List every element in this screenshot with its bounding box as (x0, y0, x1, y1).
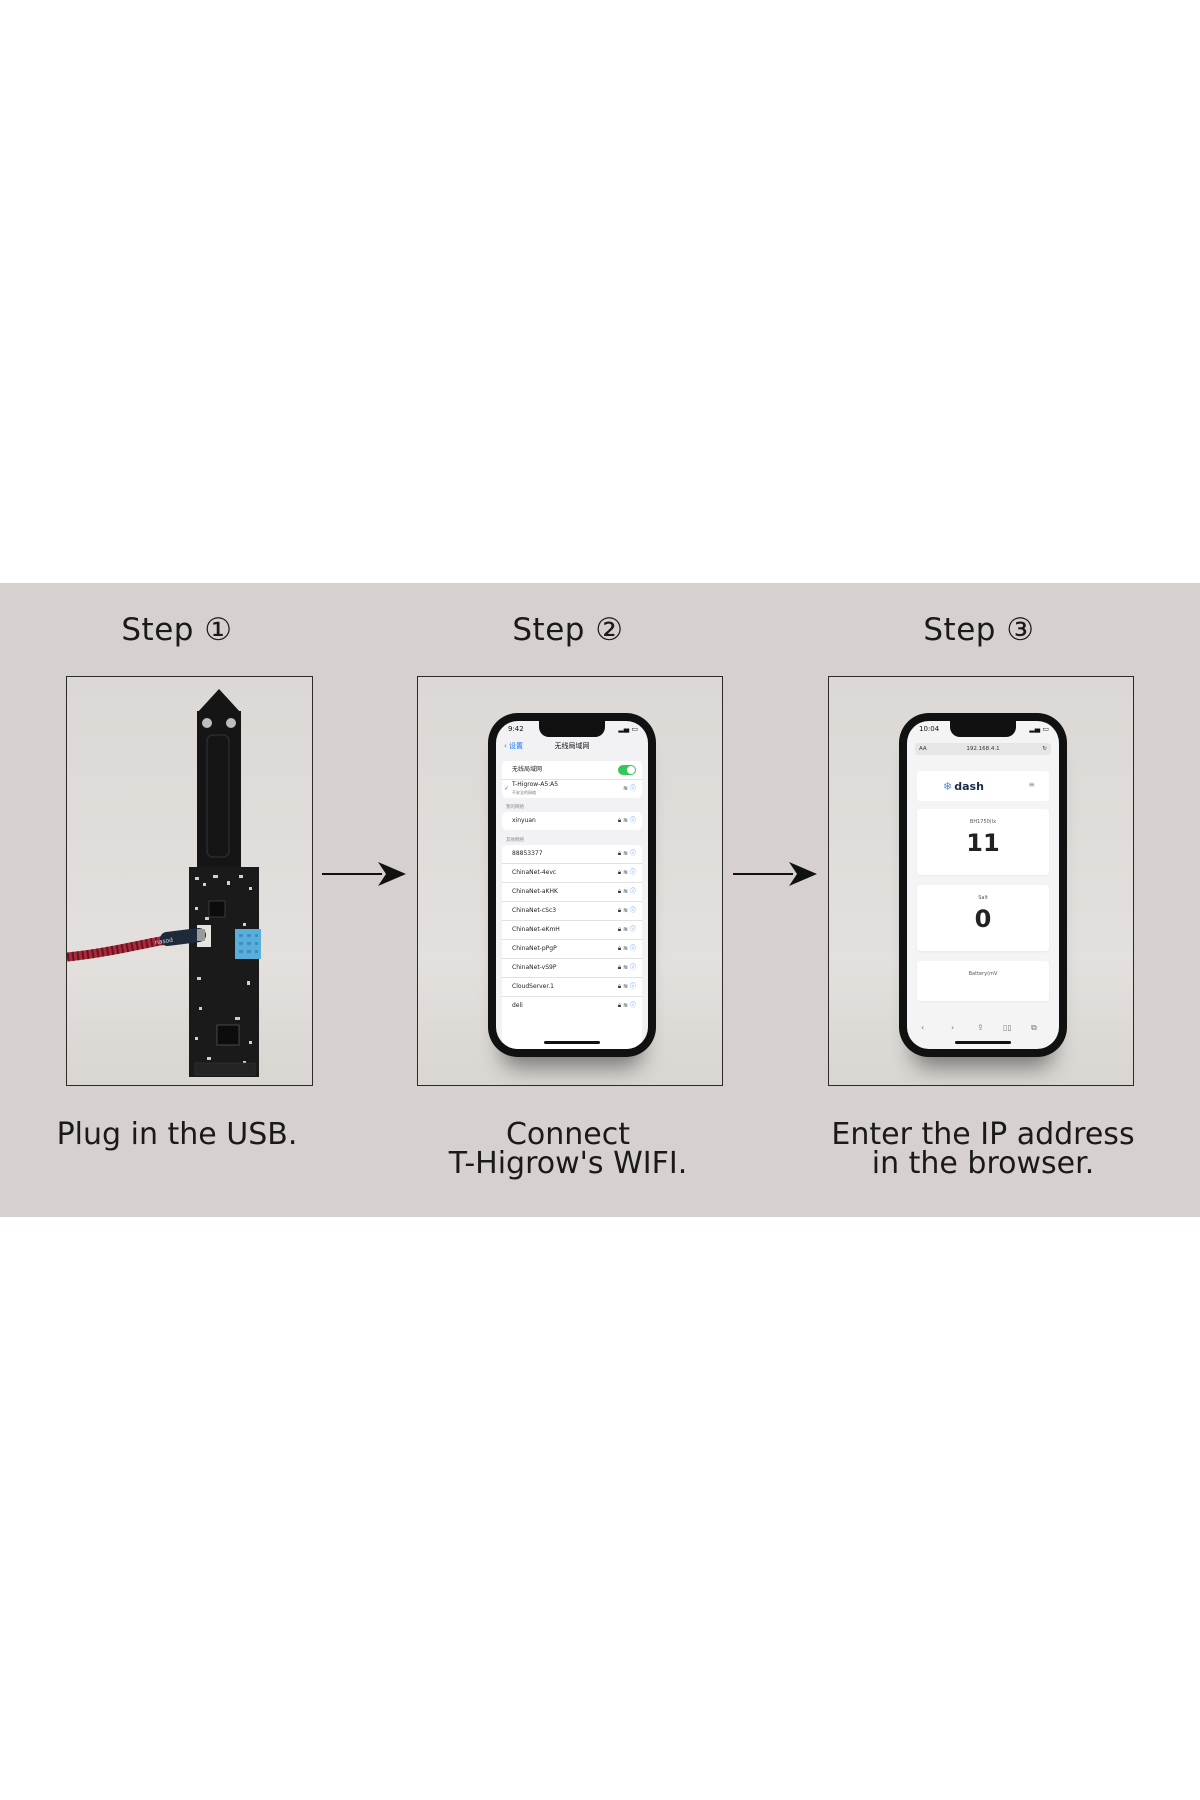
lock-icon: 🔒︎ (617, 926, 622, 933)
connected-network-row[interactable]: ✓ T-Higrow-A5:A5 不安全的网络 ≋ ⓘ (502, 780, 642, 798)
wifi-network-row[interactable]: ChinaNet-eKmH 🔒︎ ≋ ⓘ (502, 921, 642, 940)
info-icon[interactable]: ⓘ (629, 945, 636, 952)
lock-icon: 🔒︎ (617, 983, 622, 990)
lock-icon: 🔒︎ (617, 945, 622, 952)
info-icon: ⓘ (629, 785, 636, 792)
wifi-screen-title: 无线局域网 (554, 742, 590, 750)
network-name: xinyuan (512, 817, 536, 824)
menu-icon[interactable]: ≡ (1028, 780, 1035, 789)
tabs-icon[interactable]: ⧉ (1031, 1023, 1037, 1032)
address-bar[interactable]: AA 192.168.4.1 ↻ (915, 743, 1051, 755)
wifi-icon: ≋ (623, 850, 629, 857)
wifi-icon: ≋ (623, 945, 629, 952)
bookmarks-icon[interactable]: ▯▯ (1003, 1023, 1012, 1032)
step-2-caption: Connect T-Higrow's WIFI. (448, 1117, 688, 1181)
wifi-network-row[interactable]: deli 🔒︎ ≋ ⓘ (502, 997, 642, 1015)
step-1-caption: Plug in the USB. (56, 1117, 298, 1152)
wifi-icon: ≋ (623, 907, 629, 914)
reader-aa-button[interactable]: AA (919, 746, 927, 752)
wifi-network-row[interactable]: ChinaNet-aKHK 🔒︎ ≋ ⓘ (502, 883, 642, 902)
t-higrow-device-illustration (67, 689, 261, 1077)
network-name: ChinaNet-cSc3 (512, 907, 557, 914)
step-2-title: Step ② (512, 612, 624, 648)
info-icon[interactable]: ⓘ (629, 907, 636, 914)
wifi-icon: ≋ (623, 926, 629, 933)
snowflake-icon: ❄ (943, 780, 953, 793)
lock-icon: 🔒︎ (617, 850, 622, 857)
dash-browser-screen: 10:04 ▂▄ ▭ AA 192.168.4.1 ↻ ❄dash ≡ BH175… (907, 721, 1059, 1049)
wifi-network-row[interactable]: ChinaNet-4evc 🔒︎ ≋ ⓘ (502, 864, 642, 883)
wifi-icon: ≋ (623, 869, 629, 876)
my-networks-list: xinyuan 🔒︎ ≋ ⓘ (502, 812, 642, 830)
wifi-settings-screen: 9:42 ▂▄ ▭ ‹ 设置 无线局域网 无线局域网 ✓ T-Higrow-A5:… (496, 721, 648, 1049)
wifi-network-row[interactable]: ChinaNet-cSc3 🔒︎ ≋ ⓘ (502, 902, 642, 921)
step-3-caption: Enter the IP address in the browser. (831, 1117, 1135, 1181)
url-text: 192.168.4.1 (966, 746, 1000, 752)
wifi-network-row[interactable]: ChinaNet-vS9P 🔒︎ ≋ ⓘ (502, 959, 642, 978)
step-1-image: nasod (66, 676, 313, 1086)
lock-icon: 🔒︎ (617, 817, 622, 824)
step-3-image: 10:04 ▂▄ ▭ AA 192.168.4.1 ↻ ❄dash ≡ BH175… (828, 676, 1134, 1086)
lock-icon: 🔒︎ (617, 869, 622, 876)
wifi-icon: ≋ (623, 1002, 629, 1009)
settings-back-button[interactable]: ‹ 设置 (504, 742, 524, 750)
info-icon[interactable]: ⓘ (629, 983, 636, 990)
battery-icon: ▂▄ ▭ (618, 725, 638, 733)
step-1-title: Step ① (121, 612, 233, 648)
lock-icon: 🔒︎ (617, 888, 622, 895)
phone-time: 9:42 (508, 725, 524, 733)
wifi-icon: ≋ (623, 964, 629, 971)
forward-arrow-icon[interactable]: › (951, 1023, 955, 1032)
step-3-title: Step ③ (923, 612, 1035, 648)
dash-logo: ❄dash (943, 780, 984, 793)
dash-header: ❄dash ≡ (917, 771, 1049, 801)
wifi-network-row[interactable]: 88853377 🔒︎ ≋ ⓘ (502, 845, 642, 864)
checkmark-icon: ✓ (504, 785, 510, 792)
light-sensor-card: BH1750(lx 11 (917, 809, 1049, 875)
info-icon[interactable]: ⓘ (629, 817, 636, 824)
network-name: CloudServer.1 (512, 983, 554, 990)
network-name: 88853377 (512, 850, 543, 857)
info-icon[interactable]: ⓘ (629, 964, 636, 971)
network-name: ChinaNet-eKmH (512, 926, 560, 933)
browser-phone: 10:04 ▂▄ ▭ AA 192.168.4.1 ↻ ❄dash ≡ BH175… (899, 713, 1067, 1057)
network-name: ChinaNet-aKHK (512, 888, 558, 895)
info-icon[interactable]: ⓘ (629, 869, 636, 876)
lock-icon: 🔒︎ (617, 1002, 622, 1009)
browser-toolbar: ‹ › ⇪ ▯▯ ⧉ (907, 1023, 1059, 1037)
wifi-icon: ≋ (623, 983, 629, 990)
wifi-phone: 9:42 ▂▄ ▭ ‹ 设置 无线局域网 无线局域网 ✓ T-Higrow-A5:… (488, 713, 656, 1057)
info-icon[interactable]: ⓘ (629, 926, 636, 933)
arrow-right-icon (733, 862, 817, 886)
info-icon[interactable]: ⓘ (629, 850, 636, 857)
salt-card: Salt 0 (917, 885, 1049, 951)
network-name: deli (512, 1002, 523, 1009)
back-arrow-icon[interactable]: ‹ (921, 1023, 925, 1032)
battery-icon: ▂▄ ▭ (1029, 725, 1049, 733)
arrow-right-icon (322, 862, 406, 886)
wlan-toggle-row[interactable]: 无线局域网 (502, 761, 642, 780)
network-name: ChinaNet-vS9P (512, 964, 557, 971)
wlan-toggle[interactable] (618, 765, 636, 775)
wifi-network-row[interactable]: CloudServer.1 🔒︎ ≋ ⓘ (502, 978, 642, 997)
phone-time: 10:04 (919, 725, 940, 733)
network-name: ChinaNet-4evc (512, 869, 557, 876)
wifi-network-row[interactable]: ChinaNet-pPgP 🔒︎ ≋ ⓘ (502, 940, 642, 959)
info-icon[interactable]: ⓘ (629, 888, 636, 895)
reload-icon[interactable]: ↻ (1042, 746, 1047, 752)
wifi-icon: ≋ (623, 817, 629, 824)
wifi-icon: ≋ (623, 785, 629, 792)
info-icon[interactable]: ⓘ (629, 1002, 636, 1009)
wifi-network-row[interactable]: xinyuan 🔒︎ ≋ ⓘ (502, 812, 642, 830)
lock-icon: 🔒︎ (617, 907, 622, 914)
lock-icon: 🔒︎ (617, 964, 622, 971)
battery-card: Battery(mV (917, 961, 1049, 1001)
share-icon[interactable]: ⇪ (977, 1023, 984, 1032)
wifi-icon: ≋ (623, 888, 629, 895)
step-2-image: 9:42 ▂▄ ▭ ‹ 设置 无线局域网 无线局域网 ✓ T-Higrow-A5:… (417, 676, 723, 1086)
network-name: ChinaNet-pPgP (512, 945, 557, 952)
